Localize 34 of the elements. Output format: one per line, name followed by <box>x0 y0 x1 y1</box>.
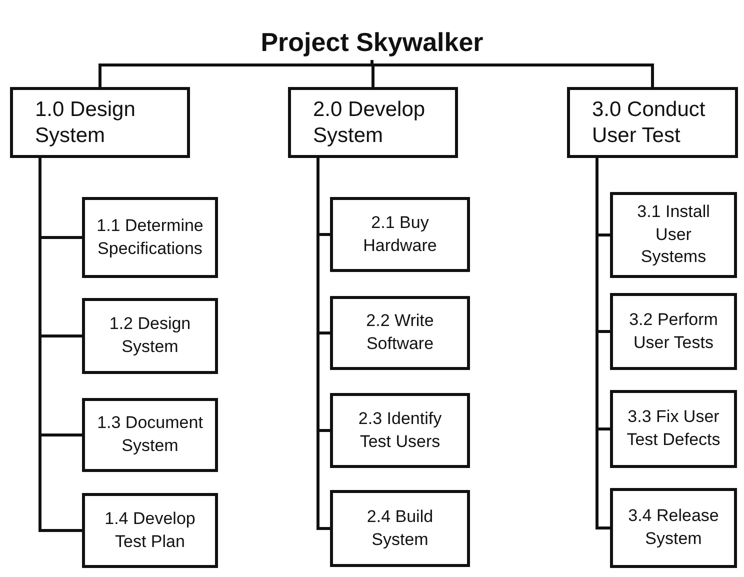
task-box <box>10 87 190 158</box>
task-box <box>82 298 218 374</box>
task-label: 1.0 Design System <box>35 97 136 148</box>
task-box <box>610 293 737 370</box>
root-label: Project Skywalker <box>262 24 482 60</box>
task-box <box>610 488 737 568</box>
connector-line <box>38 158 82 532</box>
task-box <box>567 87 738 158</box>
task-box <box>610 192 737 278</box>
task-label: 1.2 Design System <box>108 313 192 358</box>
task-label: 3.2 Perform User Tests <box>628 308 719 354</box>
task-box <box>610 390 737 468</box>
task-label: 1.1 Determine Specifications <box>96 214 204 260</box>
task-box <box>330 197 470 272</box>
task-label: 1.3 Document System <box>96 412 204 457</box>
task-label: 3.4 Release System <box>627 505 720 550</box>
task-label: 2.2 Write Software <box>365 310 435 355</box>
task-label: 3.3 Fix User Test Defects <box>626 406 722 451</box>
task-box <box>330 296 470 370</box>
task-box <box>82 197 218 278</box>
connector-line <box>596 158 610 530</box>
task-label: 1.4 Develop Test Plan <box>104 508 196 552</box>
connector-line <box>316 158 330 530</box>
task-label: 3.0 Conduct User Test <box>592 97 706 148</box>
task-label: 2.4 Build System <box>366 506 434 550</box>
task-label: 3.1 Install User Systems <box>636 200 711 268</box>
task-box <box>330 393 470 468</box>
task-label: 2.0 Develop System <box>313 97 426 148</box>
task-box <box>82 398 218 472</box>
task-box <box>288 87 458 158</box>
task-label: 2.1 Buy Hardware <box>362 212 438 256</box>
task-box <box>82 493 218 568</box>
task-box <box>330 490 470 567</box>
task-label: 2.3 Identify Test Users <box>357 408 443 452</box>
